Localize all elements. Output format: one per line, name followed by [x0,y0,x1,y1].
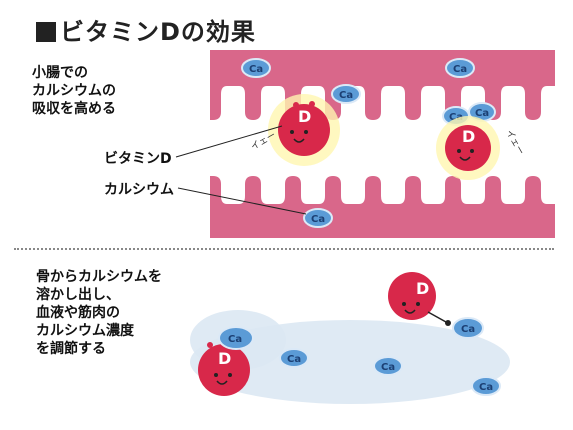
ca-text: Ca [449,112,463,123]
bone-label: 骨からカルシウムを 溶かし出し、 血液や筋肉の カルシウム濃度 を調節する [36,269,162,357]
ca-text: Ca [453,64,467,75]
ca-text: Ca [287,354,301,365]
ca-text: Ca [249,64,263,75]
calcium-particle: Ca [241,58,271,78]
hand-text: イェー [503,129,525,157]
vitamin-d-character: D [388,272,451,326]
vitamin-d-character: D イェー [250,94,340,166]
vitamin-d-character: D [198,342,250,396]
calcium-particle: Ca [279,348,309,368]
vitamin-d-label: ビタミンD [104,151,172,167]
d-letter: D [416,279,429,298]
ca-text: Ca [339,90,353,101]
calcium-leader-line [177,187,307,215]
ca-text: Ca [381,362,395,373]
ca-text: Ca [479,382,493,393]
intestine-label: 小腸での カルシウムの 吸収を高める [32,65,116,117]
d-letter: D [462,127,475,146]
calcium-label: カルシウム [104,182,174,198]
calcium-particle: Ca [452,317,484,339]
calcium-particle: Ca [373,356,403,376]
ca-text: Ca [461,324,475,335]
calcium-particle: Ca [471,376,501,396]
vitamin-d-leader-line [175,125,283,158]
lower-intestine-wall [210,176,555,238]
ca-text: Ca [475,108,489,119]
d-letter: D [298,107,311,126]
calcium-particle: Ca [303,208,333,228]
d-letter: D [218,349,231,368]
title-text: ビタミンDの効果 [60,18,256,46]
ca-text: Ca [311,214,325,225]
calcium-particle: Ca [218,326,254,350]
calcium-particle: Ca [445,58,475,78]
ca-text: Ca [228,334,242,345]
title-square-icon [36,22,56,42]
vitamin-d-character: D イェー [436,116,526,180]
calcium-particle: Ca [331,84,361,104]
title: ビタミンDの効果 [36,12,256,47]
section-divider [14,248,554,250]
